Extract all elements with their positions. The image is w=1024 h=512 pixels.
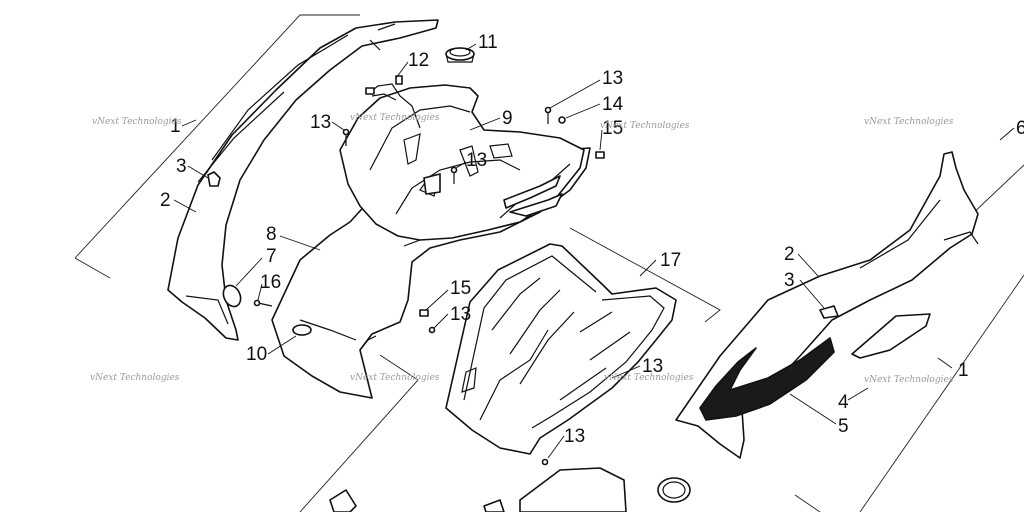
screw-16 bbox=[253, 299, 273, 307]
watermarks: vNext Technologies vNext Technologies vN… bbox=[90, 113, 954, 385]
callout-3-left: 3 bbox=[176, 156, 187, 177]
leader-lines bbox=[173, 43, 1015, 459]
callout-10: 10 bbox=[246, 344, 267, 365]
callout-13-e: 13 bbox=[642, 356, 663, 377]
callout-9: 9 bbox=[502, 108, 513, 129]
callout-4: 4 bbox=[838, 392, 849, 413]
callout-6: 6 bbox=[1016, 118, 1024, 139]
callout-13-b: 13 bbox=[602, 68, 623, 89]
o-ring-7 bbox=[222, 284, 242, 308]
callout-2-right: 2 bbox=[784, 244, 795, 265]
callout-labels: 1 3 2 7 16 8 10 12 11 9 13 13 14 15 13 1… bbox=[160, 32, 1024, 447]
wire-harness-12 bbox=[365, 75, 421, 129]
watermark: vNext Technologies bbox=[92, 117, 182, 127]
callout-17: 17 bbox=[660, 250, 681, 271]
callout-12: 12 bbox=[408, 50, 429, 71]
callout-15-a: 15 bbox=[602, 118, 623, 139]
frame-lines bbox=[74, 14, 1024, 512]
watermark: vNext Technologies bbox=[90, 373, 180, 383]
callout-8: 8 bbox=[266, 224, 277, 245]
watermark: vNext Technologies bbox=[350, 113, 440, 123]
callout-1-right: 1 bbox=[958, 360, 969, 381]
callout-11: 11 bbox=[478, 32, 498, 53]
storage-tray-17 bbox=[445, 243, 677, 455]
callout-5: 5 bbox=[838, 416, 849, 437]
watermark: vNext Technologies bbox=[600, 121, 690, 131]
callout-13-a: 13 bbox=[310, 112, 331, 133]
callout-13-d: 13 bbox=[450, 304, 471, 325]
lower-components bbox=[329, 467, 691, 512]
callout-3-right: 3 bbox=[784, 270, 795, 291]
callout-2-left: 2 bbox=[160, 190, 171, 211]
cap-11 bbox=[445, 47, 475, 63]
callout-15-b: 15 bbox=[450, 278, 471, 299]
upper-dash-cowl bbox=[339, 84, 585, 241]
watermark: vNext Technologies bbox=[350, 373, 440, 383]
watermark: vNext Technologies bbox=[864, 375, 954, 385]
callout-7: 7 bbox=[266, 246, 277, 267]
watermark: vNext Technologies bbox=[604, 373, 694, 383]
callout-1-left: 1 bbox=[170, 116, 181, 137]
watermark: vNext Technologies bbox=[864, 117, 954, 127]
callout-13-f: 13 bbox=[564, 426, 585, 447]
callout-13-c: 13 bbox=[466, 150, 487, 171]
right-side-panel bbox=[675, 151, 979, 459]
callout-14: 14 bbox=[602, 94, 624, 115]
hardware-13-14-15 bbox=[342, 106, 605, 466]
callout-16: 16 bbox=[260, 272, 281, 293]
left-side-panel bbox=[167, 19, 439, 341]
